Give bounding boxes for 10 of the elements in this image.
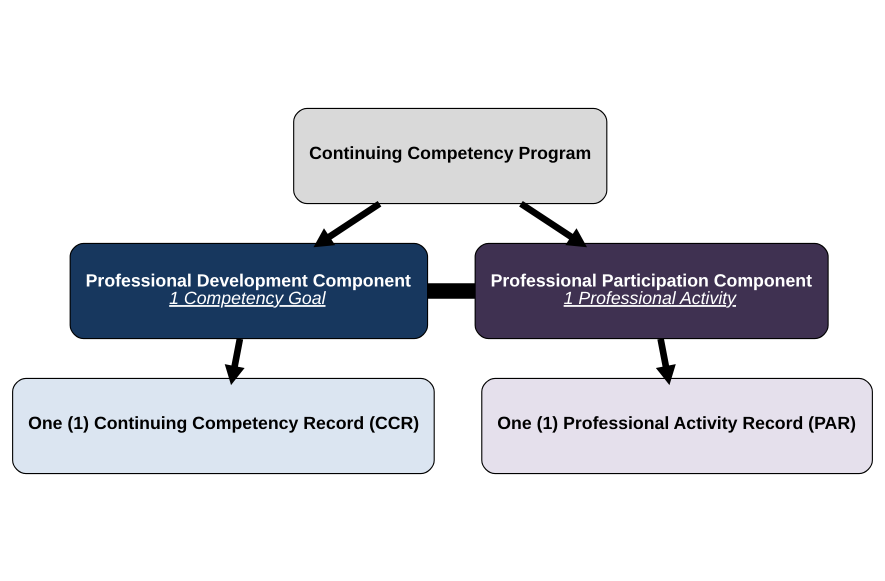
arrow xyxy=(313,200,382,247)
connector xyxy=(428,282,476,298)
arrow xyxy=(519,200,588,247)
arrow xyxy=(656,338,676,385)
node-box: Continuing Competency Program xyxy=(293,107,608,204)
node-box: Professional Development Component 1 Competency Goal xyxy=(70,242,428,339)
node-box: One (1) Professional Activity Record (PAR) xyxy=(481,377,873,474)
node-box: Professional Participation Component 1 Professional Activity xyxy=(474,242,829,339)
node-box: One (1) Continuing Competency Record (CCR) xyxy=(12,377,435,474)
arrow xyxy=(224,338,245,385)
